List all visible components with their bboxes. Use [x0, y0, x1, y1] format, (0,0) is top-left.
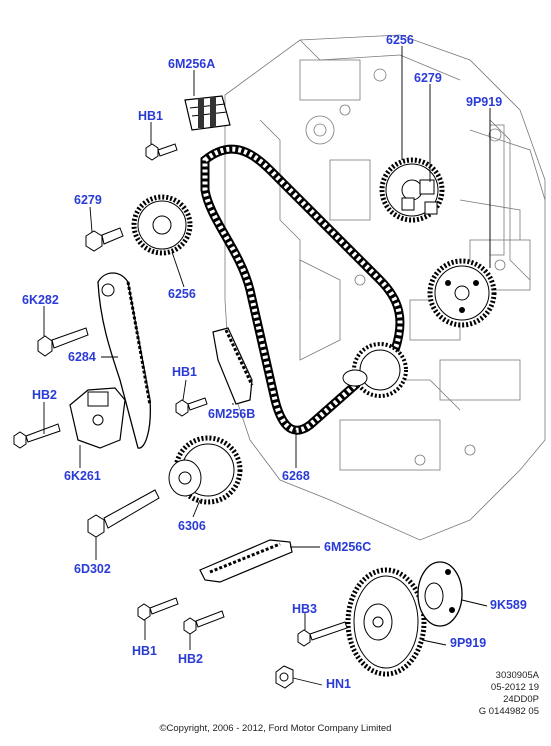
tensioner-arm-6284 [97, 272, 152, 449]
bolt-hb3 [297, 621, 348, 647]
gear-6306 [168, 435, 243, 505]
label-hb2-left: HB2 [32, 388, 58, 402]
ring-9k589 [417, 561, 463, 627]
label-9p919-top: 9P919 [466, 95, 503, 109]
label-hb2-bottom: HB2 [178, 652, 204, 666]
label-6268: 6268 [282, 469, 310, 483]
bolt-hb1-mid [175, 397, 208, 417]
label-6m256b: 6M256B [208, 407, 256, 421]
label-6k282: 6K282 [22, 293, 59, 307]
label-6k261: 6K261 [64, 469, 101, 483]
chain-guide-6m256b [212, 327, 254, 405]
sprocket-bolt-6279-top [401, 179, 438, 215]
bolt-6d302 [87, 489, 160, 538]
label-9p919-bottom: 9P919 [450, 636, 487, 650]
bolt-hb1-top [145, 143, 178, 161]
gear-9p919-bottom [345, 567, 427, 677]
label-6284: 6284 [68, 350, 96, 364]
reference-line-3: 24DD0P [503, 694, 539, 705]
reference-line-4: G 0144982 05 [478, 706, 539, 717]
label-6256-top: 6256 [386, 33, 414, 47]
reference-line-1: 3030905A [495, 670, 539, 681]
reference-block: 3030905A 05-2012 19 24DD0P G 0144982 05 [479, 670, 539, 718]
engine-block-outline [224, 34, 546, 541]
chain-guide-6m256c [199, 539, 293, 583]
sprocket-bolt-6279-left [85, 227, 124, 252]
label-6d302: 6D302 [74, 562, 111, 576]
reference-line-2: 05-2012 19 [490, 682, 539, 693]
label-hb3: HB3 [292, 602, 318, 616]
label-6m256a: 6M256A [168, 57, 216, 71]
label-hb1-top: HB1 [138, 109, 164, 123]
nut-hn1 [275, 665, 294, 689]
label-9k589: 9K589 [490, 598, 527, 612]
chain-guide-6m256a [184, 95, 231, 131]
label-hn1: HN1 [326, 677, 352, 691]
gear-9p919-top [427, 258, 497, 328]
pivot-bolt-6k282 [37, 327, 89, 357]
bolt-hb2-left [13, 423, 61, 449]
crank-sprocket [342, 342, 408, 398]
label-hb1-bottom: HB1 [132, 644, 158, 658]
label-6279-top: 6279 [414, 71, 442, 85]
chain-tensioner-6k261 [69, 387, 126, 449]
label-hb1-mid: HB1 [172, 365, 198, 379]
timing-chain-6268 [200, 144, 405, 435]
bolt-hb1-bottom [137, 597, 179, 621]
label-6306: 6306 [178, 519, 206, 533]
label-6256-left: 6256 [168, 287, 196, 301]
copyright-notice: ©Copyright, 2006 - 2012, Ford Motor Comp… [159, 723, 392, 734]
bolt-hb2-bottom [183, 610, 225, 635]
label-6279-left: 6279 [74, 193, 102, 207]
camshaft-sprocket-left [131, 194, 193, 256]
label-6m256c: 6M256C [324, 540, 372, 554]
leader-lines [43, 46, 491, 686]
